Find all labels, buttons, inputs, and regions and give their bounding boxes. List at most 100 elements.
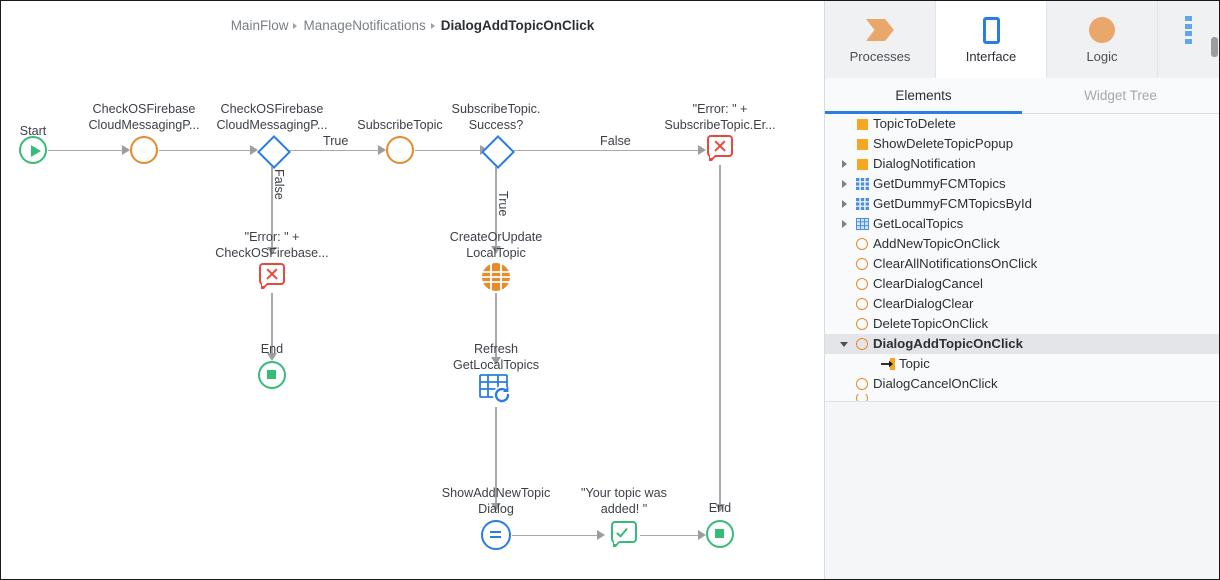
tree-item[interactable]: AddNewTopicOnClick — [825, 234, 1219, 254]
action-icon — [851, 258, 873, 270]
tree-item[interactable]: GetLocalTopics — [825, 214, 1219, 234]
connector-line — [288, 149, 378, 151]
tree-item[interactable]: TopicToDelete — [825, 114, 1219, 134]
action-icon — [851, 394, 873, 401]
tree-item[interactable]: DeleteTopicOnClick — [825, 314, 1219, 334]
flow-node-toast[interactable]: "Your topic was added! " — [549, 485, 699, 517]
connector-arrowhead — [266, 247, 277, 255]
tree-item[interactable]: GetDummyFCMTopicsById — [825, 194, 1219, 214]
connector-arrowhead — [122, 144, 130, 155]
tree-item-label: TopicToDelete — [873, 116, 956, 131]
tree-item-label: ClearDialogClear — [873, 296, 974, 311]
panel-tab-data[interactable] — [1158, 1, 1219, 78]
flow-node-refresh[interactable]: Refresh GetLocalTopics — [421, 341, 571, 373]
error-bubble-icon[interactable] — [257, 263, 287, 293]
start-node-icon[interactable] — [19, 136, 47, 164]
panel-tab-label: Processes — [849, 49, 911, 64]
tree-item-label: DeleteTopicOnClick — [873, 316, 989, 331]
chevron-down-icon[interactable] — [837, 341, 851, 347]
flow-node-end1[interactable]: End — [197, 341, 347, 357]
tree-item[interactable]: ShowDeleteTopicPopup — [825, 134, 1219, 154]
end-node-icon[interactable] — [706, 520, 734, 548]
tree-item[interactable]: ClearDialogClear — [825, 294, 1219, 314]
flow-node-err2[interactable]: "Error: " + SubscribeTopic.Er... — [645, 101, 795, 133]
connector-line — [495, 293, 497, 357]
breadcrumb-item[interactable]: ManageNotifications — [303, 18, 426, 33]
variable-icon — [851, 138, 873, 150]
tree-item-label: GetDummyFCMTopics — [873, 176, 1006, 191]
flow-node-label: "Error: " + SubscribeTopic.Er... — [664, 102, 776, 132]
connector-label: True — [323, 134, 349, 148]
tree-item-label: ClearAllNotificationsOnClick — [873, 256, 1038, 271]
tree-item[interactable]: Topic — [825, 354, 1219, 374]
connector-line — [159, 149, 250, 151]
connector-line — [512, 534, 597, 536]
variable-icon — [851, 158, 873, 170]
flow-node-label: Start — [19, 124, 47, 138]
tree-item[interactable]: DialogNotification — [825, 154, 1219, 174]
flow-node-label: End — [708, 501, 732, 515]
logic-icon — [1089, 11, 1115, 49]
tree-item-label: AddNewTopicOnClick — [873, 236, 1000, 251]
chevron-right-icon[interactable] — [837, 200, 851, 208]
tree-item-label: ClearDialogCancel — [873, 276, 983, 291]
variable-icon — [851, 118, 873, 130]
success-bubble-icon[interactable] — [609, 521, 639, 551]
connector-arrowhead — [490, 503, 501, 511]
panel-scrollbar-thumb[interactable] — [1211, 37, 1218, 57]
flow-node-check2[interactable]: CheckOSFirebase CloudMessagingP... — [197, 101, 347, 133]
flow-node-end2[interactable]: End — [645, 500, 795, 516]
action-icon — [851, 238, 873, 250]
breadcrumb-separator-icon — [293, 23, 298, 29]
chevron-right-icon[interactable] — [837, 180, 851, 188]
interface-icon — [982, 11, 1000, 49]
panel-tab-processes[interactable]: Processes — [825, 1, 936, 78]
sub-tab-elements[interactable]: Elements — [825, 78, 1022, 114]
action-node-icon[interactable] — [130, 136, 158, 164]
panel-tab-logic[interactable]: Logic — [1047, 1, 1158, 78]
chevron-right-icon[interactable] — [837, 220, 851, 228]
decision-node-icon[interactable] — [257, 135, 287, 165]
action-node-icon[interactable] — [386, 136, 414, 164]
flow-node-create[interactable]: CreateOrUpdate LocalTopic — [421, 229, 571, 261]
error-bubble-icon[interactable] — [705, 135, 735, 165]
globe-node-icon[interactable] — [481, 262, 511, 292]
panel-sub-tabs: Elements Widget Tree — [825, 78, 1219, 114]
table-icon — [851, 218, 873, 230]
tree-item[interactable]: DialogAddTopicOnClick — [825, 334, 1219, 354]
processes-icon — [866, 11, 894, 49]
chevron-right-icon[interactable] — [837, 160, 851, 168]
decision-node-icon[interactable] — [481, 135, 511, 165]
flow-node-subscribe[interactable]: SubscribeTopic — [325, 117, 475, 133]
flow-node-label: ShowAddNewTopic Dialog — [441, 486, 551, 516]
flow-node-dialog[interactable]: ShowAddNewTopic Dialog — [421, 485, 571, 517]
connector-line — [495, 165, 497, 246]
tree-section-divider — [825, 401, 1219, 402]
tree-item[interactable]: ClearDialogCancel — [825, 274, 1219, 294]
tree-item-label: GetLocalTopics — [873, 216, 964, 231]
tree-item[interactable]: GetDummyFCMTopics — [825, 174, 1219, 194]
tree-item-partial[interactable] — [825, 394, 1219, 401]
tree-item-label: ShowDeleteTopicPopup — [873, 136, 1014, 151]
end-node-icon[interactable] — [258, 361, 286, 389]
flow-node-check1[interactable]: CheckOSFirebase CloudMessagingP... — [69, 101, 219, 133]
breadcrumb-item[interactable]: MainFlow — [230, 18, 289, 33]
tree-item[interactable]: DialogCancelOnClick — [825, 374, 1219, 394]
panel-tab-interface[interactable]: Interface — [936, 1, 1047, 78]
flow-node-label: SubscribeTopic. Success? — [451, 102, 541, 132]
connector-line — [512, 149, 698, 151]
sub-tab-widget-tree[interactable]: Widget Tree — [1084, 88, 1157, 103]
flow-node-success[interactable]: SubscribeTopic. Success? — [421, 101, 571, 133]
dialog-node-icon[interactable] — [481, 520, 511, 550]
refresh-table-icon[interactable] — [478, 373, 514, 407]
tree-item-label: DialogAddTopicOnClick — [873, 336, 1023, 351]
connector-arrowhead — [490, 246, 501, 254]
flow-node-err1[interactable]: "Error: " + CheckOSFirebase... — [197, 229, 347, 261]
panel-tab-label: Logic — [1086, 49, 1118, 64]
flow-node-label: "Your topic was added! " — [581, 486, 667, 516]
flow-node-start[interactable]: Start — [1, 123, 108, 139]
tree-item[interactable]: ClearAllNotificationsOnClick — [825, 254, 1219, 274]
